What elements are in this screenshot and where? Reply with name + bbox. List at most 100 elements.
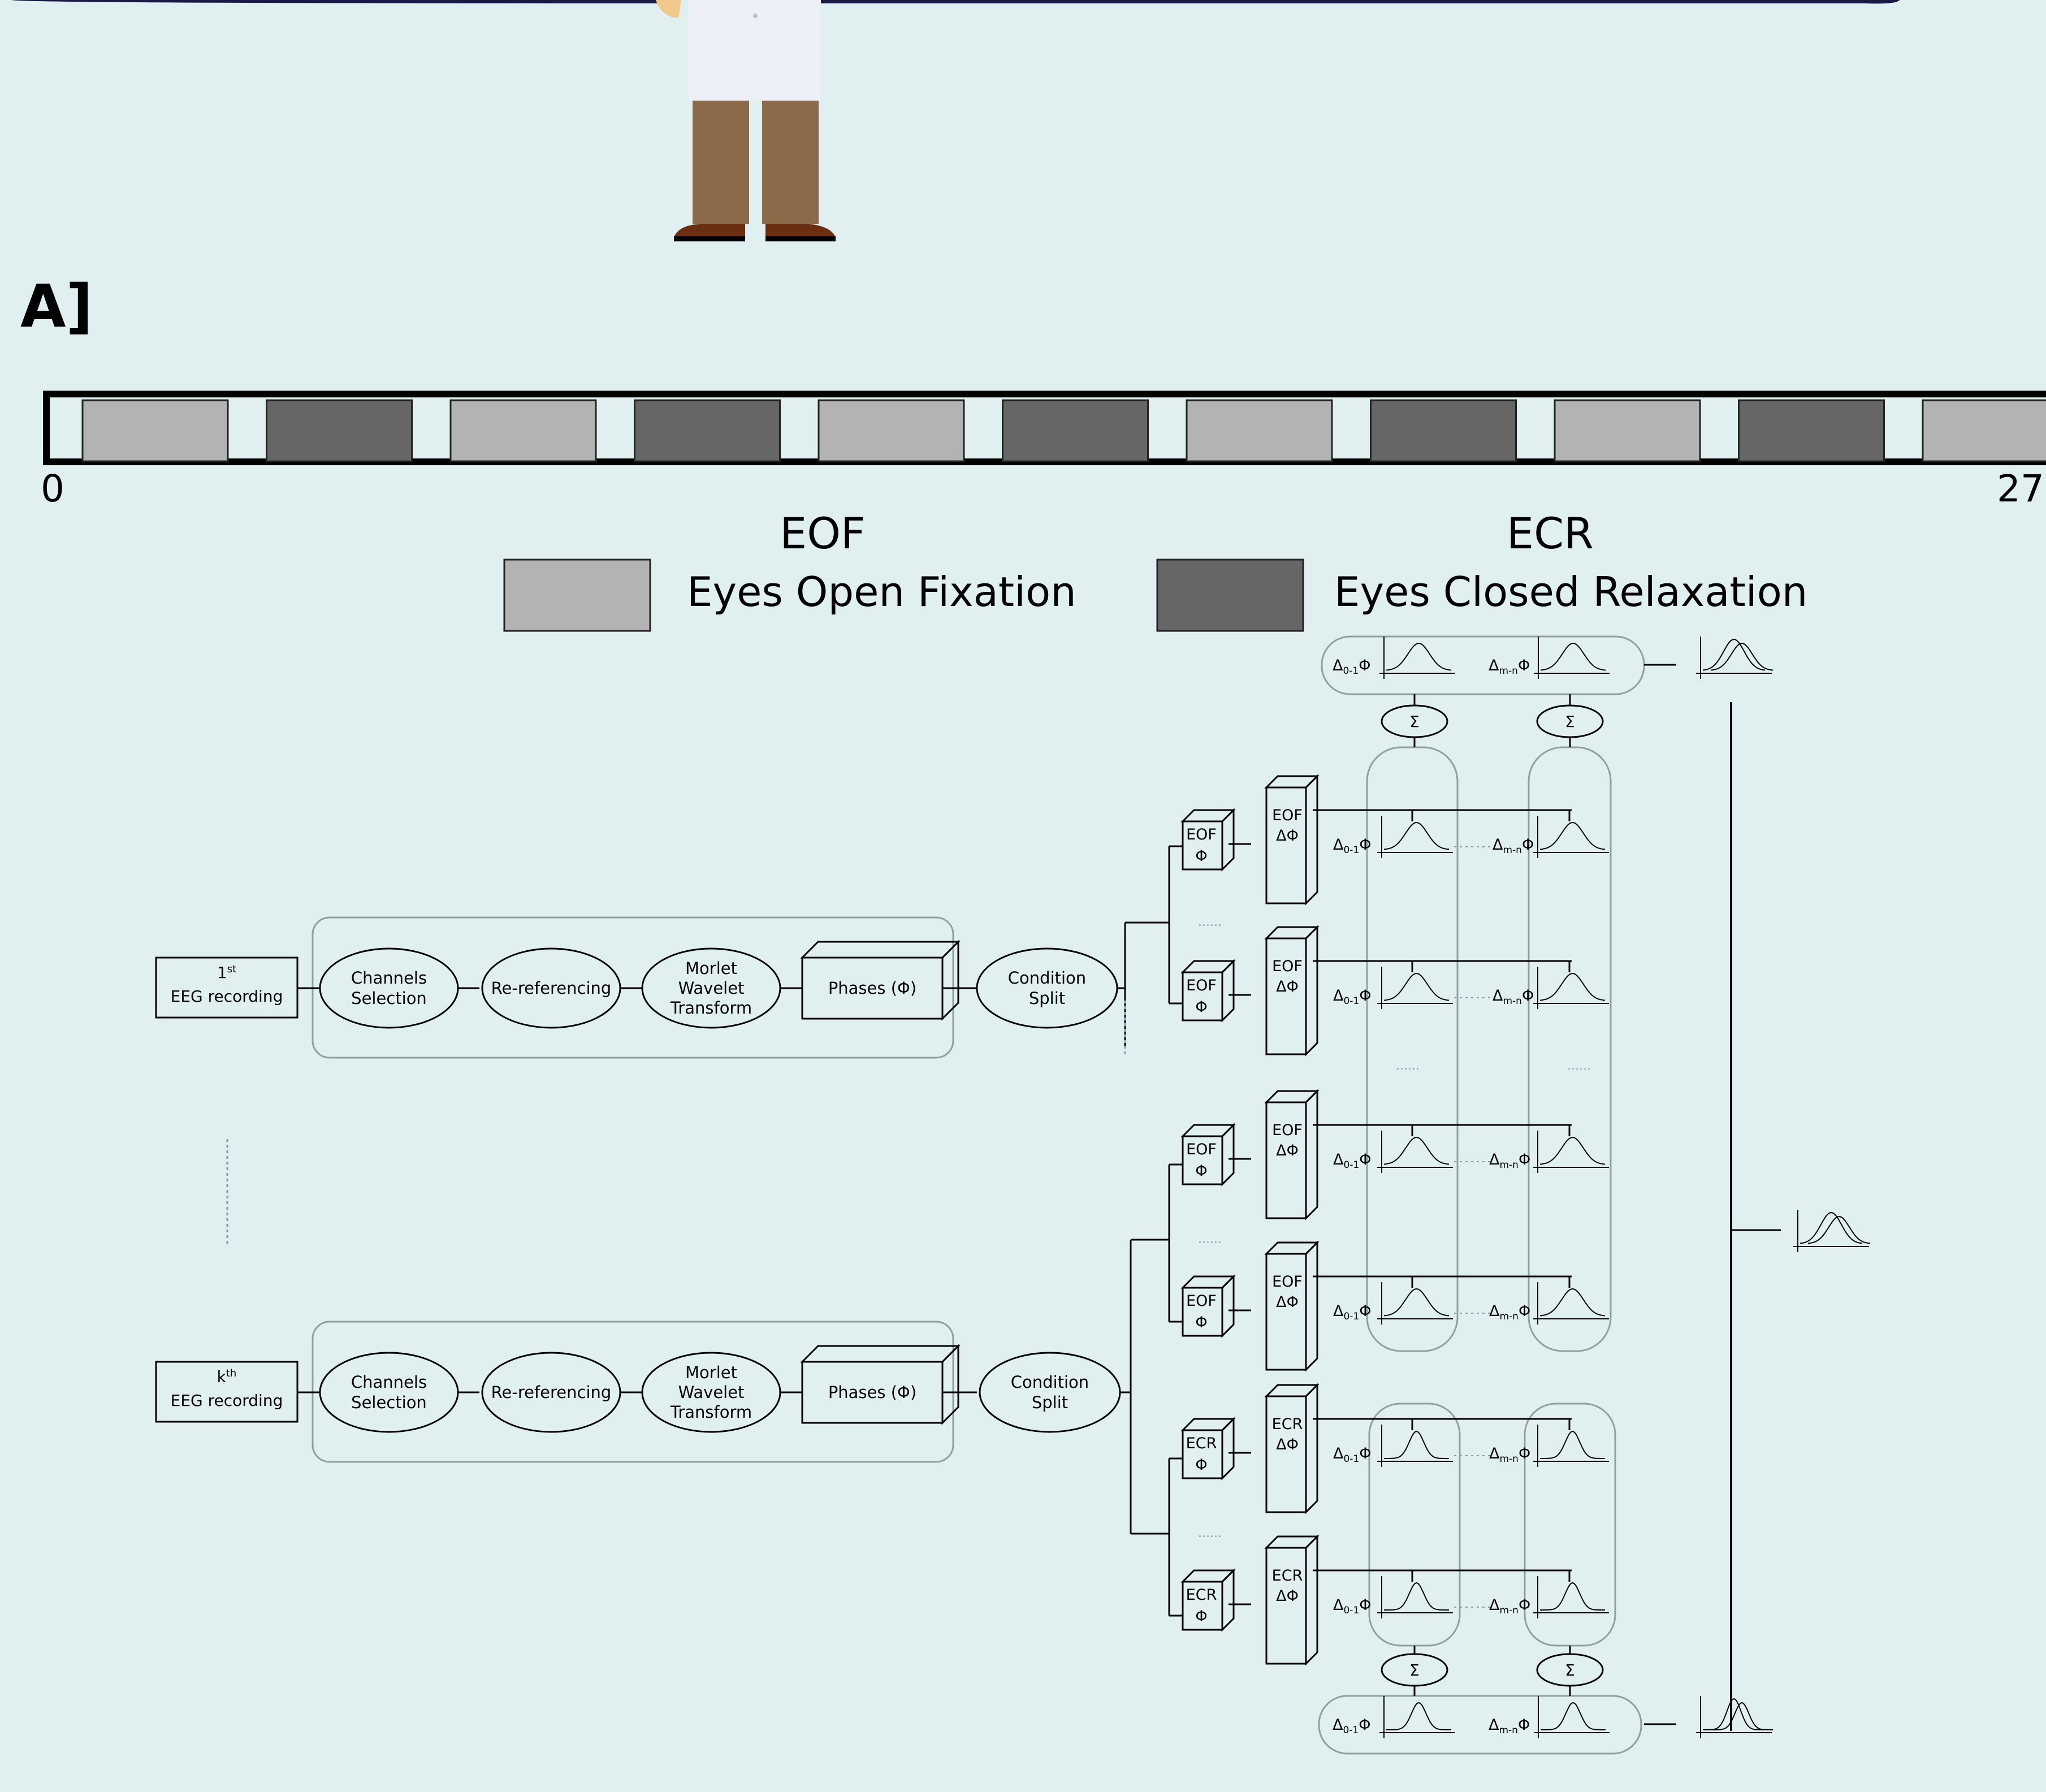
delta-cube-condition: EOF [1272, 1273, 1303, 1291]
phases-cube-side [941, 940, 959, 1021]
condition-split-label: Split [1029, 989, 1065, 1008]
phase-cube [1182, 1429, 1223, 1479]
delta-first-label: Δ0-1Φ [1333, 1596, 1372, 1616]
phase-cube-top [1180, 1569, 1236, 1583]
delta-phase-cube-side [1305, 1240, 1318, 1372]
delta-cube-condition: EOF [1272, 807, 1303, 824]
distribution-plot-curve [1384, 1430, 1449, 1459]
phase-cube-side [1221, 1417, 1235, 1481]
phase-cube [1182, 1135, 1223, 1185]
person-shoe-left [674, 224, 745, 240]
person-shoe-right [765, 224, 836, 240]
coat-button [753, 14, 758, 18]
delta-cube-condition: EOF [1272, 958, 1303, 975]
phase-cube-condition: ECR [1186, 1586, 1217, 1604]
delta-cube-symbol: ΔΦ [1276, 978, 1299, 995]
phase-cube-condition: EOF [1186, 826, 1217, 843]
delta-last-label: Δm-nΦ [1489, 1445, 1530, 1465]
sum-plot-curve [1386, 642, 1452, 671]
condition-split-label: Condition [1011, 1373, 1089, 1392]
distribution-plot-curve [1539, 972, 1606, 1001]
timeline-segment-eof [1554, 399, 1701, 462]
phase-cube-condition: EOF [1186, 977, 1217, 994]
timeline-segment-ecr [266, 399, 413, 462]
combined-plot-curve [1711, 1702, 1773, 1730]
shoe-sole-right [765, 236, 836, 241]
phase-cube-side [1221, 1123, 1235, 1187]
delta-cube-condition: ECR [1272, 1567, 1303, 1585]
delta-phase-cube-top [1264, 1090, 1320, 1103]
re-referencing-label: Re-referencing [491, 1383, 612, 1402]
timeline-segment-eof [449, 399, 597, 462]
delta-phase-cube [1265, 1101, 1307, 1219]
eof-column-group-first [1366, 746, 1459, 1352]
delta-phase-cube-side [1305, 774, 1318, 906]
legend-ecr-label: Eyes Closed Relaxation [1334, 568, 1807, 616]
channels-selection-label: Selection [351, 1393, 427, 1412]
morlet-label: Morlet [685, 1363, 737, 1382]
channels-selection-node [319, 947, 459, 1029]
phase-cube-side [1221, 808, 1235, 872]
ecr-column-group-first [1368, 1403, 1461, 1647]
combined-plot-curve [1702, 638, 1766, 671]
channels-selection-node [319, 1352, 459, 1433]
recording-number: kth [217, 1367, 237, 1386]
sum-symbol: Σ [1409, 712, 1420, 731]
morlet-label: Wavelet [678, 1383, 745, 1402]
condition-split-node [976, 947, 1118, 1029]
condition-split-label: Split [1032, 1393, 1068, 1412]
channels-selection-label: Selection [351, 989, 427, 1008]
delta-phase-cube-side [1305, 1534, 1318, 1666]
timeline-segment-ecr [1002, 399, 1149, 462]
delta-phase-cube-side [1305, 1383, 1318, 1514]
delta-first-label: Δ0-1Φ [1333, 1151, 1372, 1171]
sum-delta-first-label: Δ0-1Φ [1333, 1716, 1371, 1736]
delta-first-label: Δ0-1Φ [1333, 836, 1372, 856]
phase-cube-condition: EOF [1186, 1292, 1217, 1310]
delta-phase-cube-side [1305, 1089, 1318, 1220]
delta-cube-condition: ECR [1272, 1416, 1303, 1433]
timeline-start-label: 0 [41, 467, 64, 510]
phase-cube-top [1180, 960, 1236, 973]
branch-ellipsis: ...... [1198, 1232, 1222, 1246]
phases-label: Phases (Φ) [828, 979, 916, 998]
timeline-segment-ecr [1738, 399, 1885, 462]
phase-cube [1182, 1287, 1223, 1337]
channels-selection-label: Channels [351, 1373, 427, 1392]
delta-first-label: Δ0-1Φ [1333, 1445, 1372, 1465]
morlet-label: Wavelet [678, 979, 745, 998]
phase-cube-top [1180, 1275, 1236, 1289]
combined-plot-curve [1703, 1698, 1765, 1730]
delta-phase-cube-top [1264, 1535, 1320, 1549]
header-band-left [0, 0, 667, 3]
legend: EOF Eyes Open Fixation ECR Eyes Closed R… [503, 508, 1807, 632]
sum-symbol: Σ [1565, 712, 1575, 731]
sum-delta-last-label: Δm-nΦ [1489, 657, 1530, 677]
phase-cube-side [1221, 1274, 1235, 1338]
distribution-plot-curve [1383, 1288, 1450, 1317]
phase-cube [1182, 820, 1223, 871]
delta-cube-condition: EOF [1272, 1122, 1303, 1139]
channels-selection-label: Channels [351, 968, 427, 988]
phase-cube-symbol: Φ [1195, 1608, 1207, 1625]
delta-cube-symbol: ΔΦ [1276, 1587, 1299, 1605]
delta-phase-cube [1265, 1547, 1307, 1665]
combined-plot-curve [1710, 642, 1774, 671]
panel-label: A] [20, 272, 93, 341]
header-band-end [1866, 0, 1900, 4]
recording-label: EEG recording [171, 1391, 283, 1410]
sum-plot-curve [1541, 1702, 1606, 1730]
condition-split-label: Condition [1008, 968, 1086, 988]
phases-label: Phases (Φ) [828, 1383, 916, 1402]
phase-cube-top [1180, 809, 1236, 823]
sum-plot-curve [1540, 642, 1606, 671]
shoe-sole-left [674, 236, 745, 241]
